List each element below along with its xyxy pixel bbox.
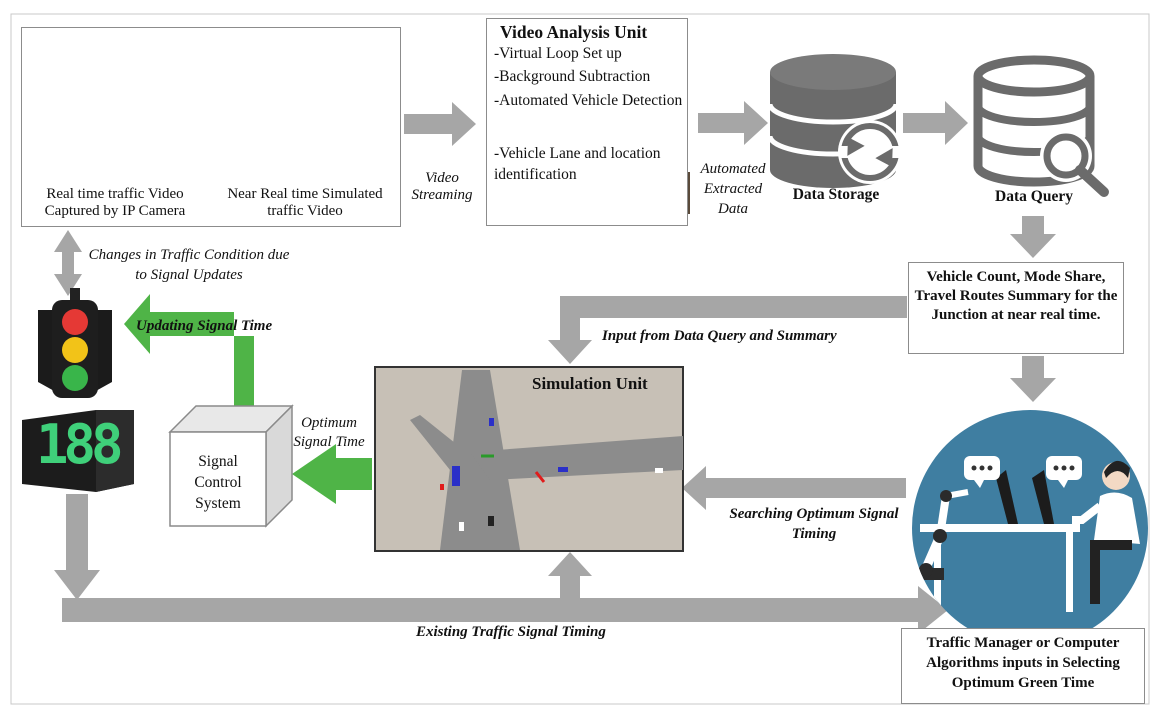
data-query-label: Data Query [995, 188, 1073, 205]
traffic-manager-robot-icon [912, 410, 1148, 646]
arrow-summary-to-operator [1010, 356, 1056, 402]
input-from-query-label: Input from Data Query and Summary [602, 328, 837, 344]
arrow-existing-head [918, 586, 948, 634]
manager-box [901, 628, 1145, 704]
optimum-signal-label: Optimum Signal Time [293, 415, 365, 451]
arrow-to-analysis [404, 102, 476, 146]
arrow-to-query [903, 101, 968, 145]
video-analysis-box [486, 18, 688, 226]
searching-label: Searching Optimum Signal Timing [729, 506, 899, 543]
traffic-light-icon [38, 288, 112, 398]
extracted-data-label: Automated Extracted Data [700, 161, 766, 217]
arrow-summary-to-simulation [548, 296, 907, 364]
countdown-digits: 188 [36, 413, 124, 476]
video-source-box [21, 27, 401, 227]
arrow-optimum-signal [292, 444, 372, 504]
summary-box [908, 262, 1124, 354]
arrow-to-storage [698, 101, 768, 145]
summary-text: Vehicle Count, Mode Share, Travel Routes… [914, 269, 1118, 324]
simulation-unit-title: Simulation Unit [532, 374, 648, 393]
arrow-countdown-down [54, 494, 100, 600]
arrow-baseline-to-simulation [548, 552, 592, 600]
signal-control-label: Signal Control System [194, 453, 242, 512]
analysis-item-lane: -Vehicle Lane and location identificatio… [494, 145, 661, 183]
analysis-item-detection: -Automated Vehicle Detection [494, 92, 683, 109]
analysis-item-loop: -Virtual Loop Set up [494, 45, 622, 62]
countdown-display-icon [22, 410, 134, 492]
video-streaming-label: Video Streaming [411, 170, 473, 204]
camera-caption: Real time traffic Video Captured by IP C… [44, 186, 186, 220]
database-sync-icon [767, 54, 902, 188]
changes-label: Changes in Traffic Condition due to Sign… [88, 247, 290, 283]
outer-frame [10, 13, 1150, 705]
database-search-icon [973, 55, 1109, 197]
arrow-existing-baseline [62, 598, 920, 622]
manager-text: Traffic Manager or Computer Algorithms i… [926, 635, 1120, 691]
arrow-update-signal [124, 294, 254, 408]
data-storage-label: Data Storage [792, 186, 880, 203]
sim-video-caption: Near Real time Simulated traffic Video [227, 186, 383, 220]
updating-signal-label: Updating Signal Time [136, 318, 273, 334]
signal-control-cube-icon [168, 404, 294, 528]
arrow-traffic-change [54, 230, 82, 296]
video-analysis-title: Video Analysis Unit [500, 22, 648, 42]
analysis-item-background: -Background Subtraction [494, 68, 651, 85]
arrow-search-to-simulation [682, 466, 906, 510]
simulation-snapshot [374, 366, 684, 552]
existing-timing-label: Existing Traffic Signal Timing [416, 624, 606, 640]
arrow-query-to-summary [1010, 216, 1056, 258]
